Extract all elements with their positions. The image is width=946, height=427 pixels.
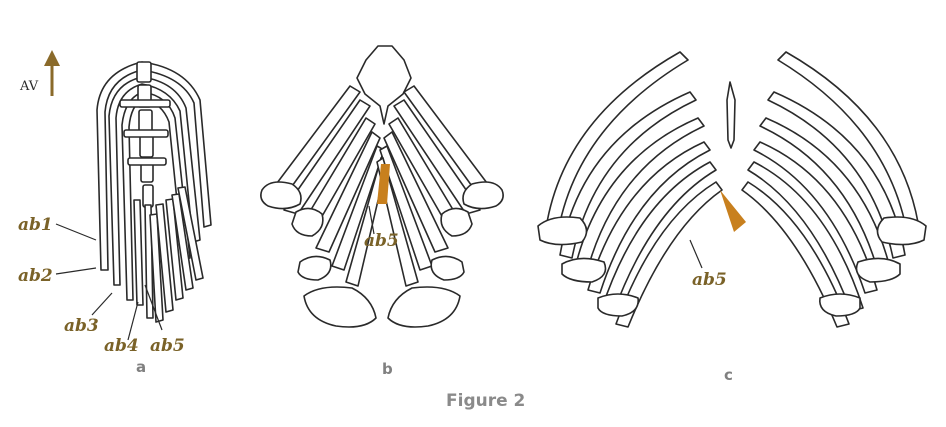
panel-a-drawing	[55, 61, 212, 341]
panel-b-drawing	[260, 45, 504, 328]
panel-c-drawing	[537, 51, 927, 328]
accent-wedge-b	[377, 164, 390, 204]
accent-wedge-c	[720, 190, 746, 232]
label-ab5: ab5	[150, 336, 185, 356]
orientation-arrow-head	[44, 50, 60, 66]
label-b-ab5: ab5	[364, 231, 399, 251]
orientation-indicator: AV	[19, 50, 60, 96]
panel-label-a: a	[136, 358, 146, 376]
label-ab2: ab2	[18, 266, 53, 286]
label-ab4: ab4	[104, 336, 139, 356]
label-c-ab5: ab5	[692, 270, 727, 290]
orientation-label: AV	[19, 79, 39, 94]
label-ab3: ab3	[64, 316, 99, 336]
figure-caption: Figure 2	[446, 391, 525, 411]
panel-label-c: c	[724, 366, 733, 384]
panel-label-b: b	[382, 360, 393, 378]
label-ab1: ab1	[18, 215, 53, 235]
